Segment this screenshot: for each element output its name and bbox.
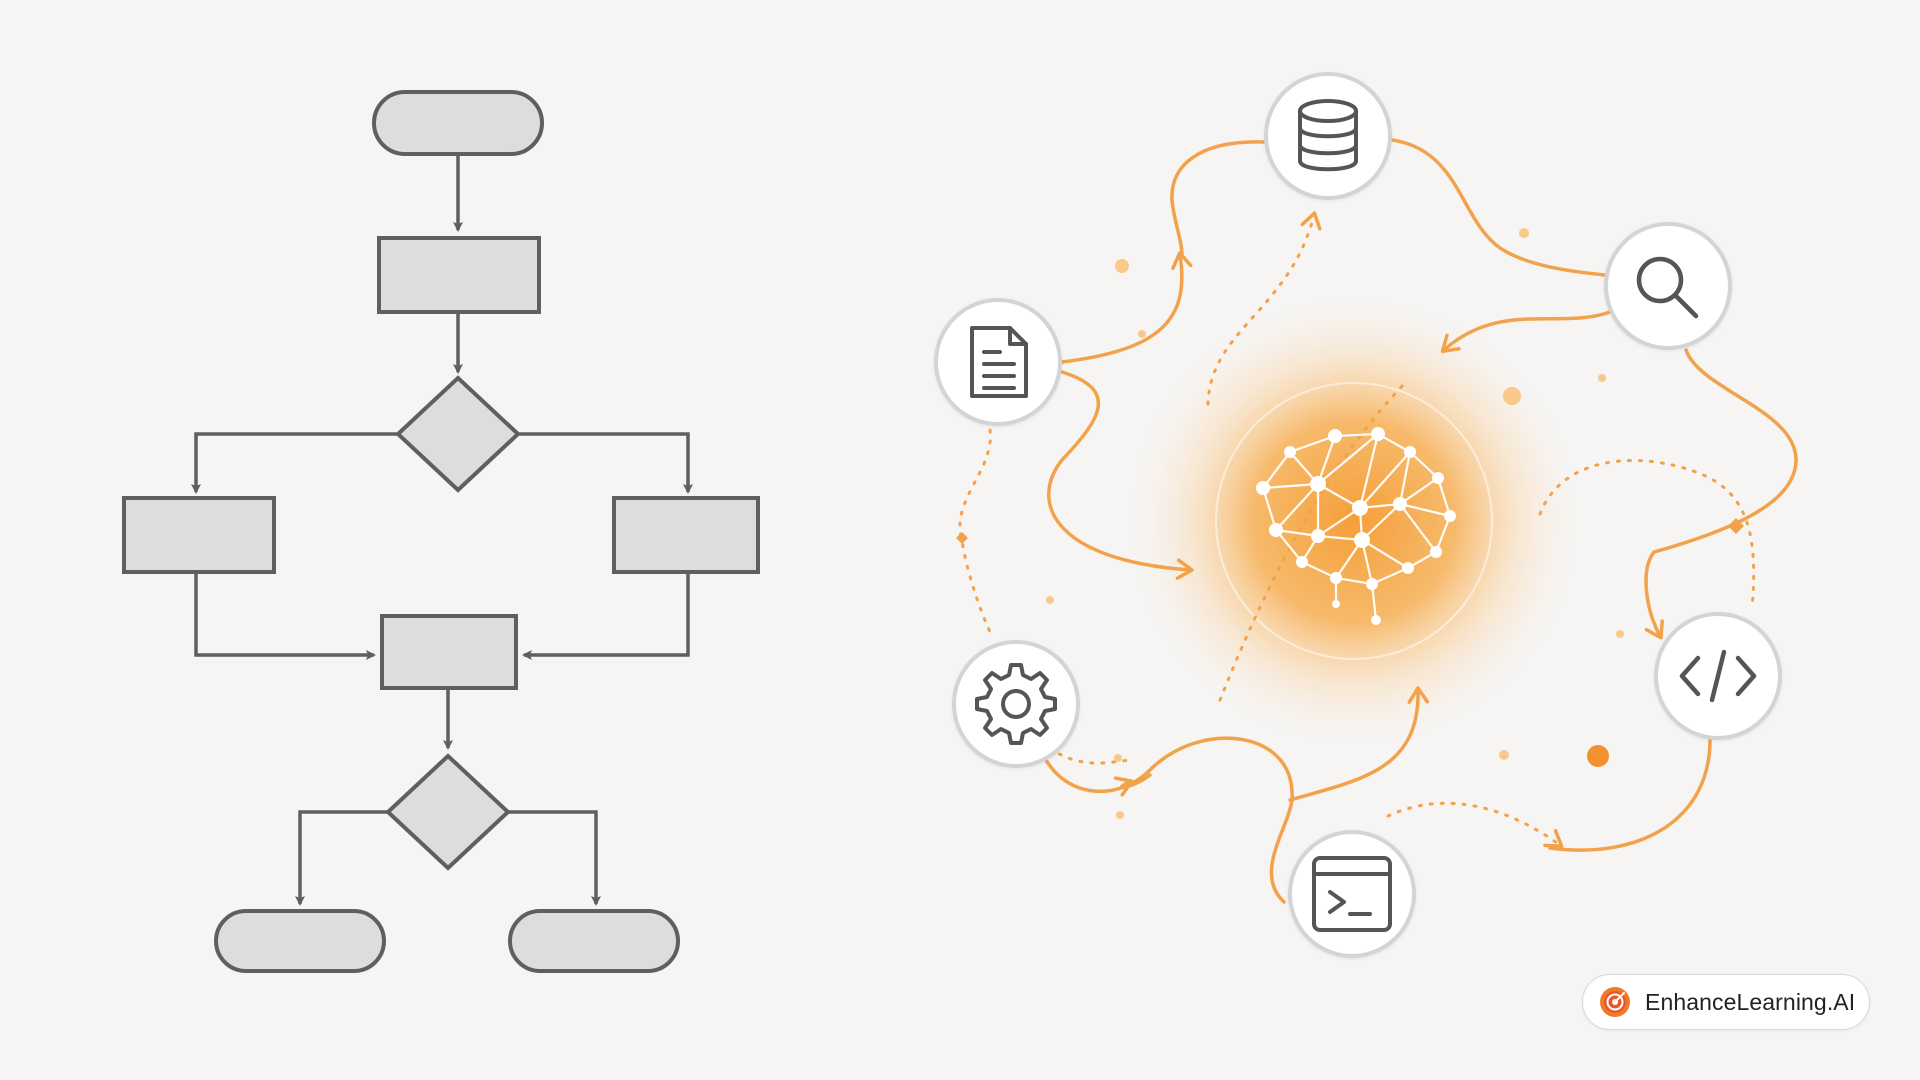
flowchart-end-terminator-right	[508, 909, 680, 973]
link-gear-to-terminal	[1044, 736, 1294, 904]
code-icon	[1679, 649, 1757, 703]
decorative-dots	[956, 228, 1744, 819]
diamond-marker	[1728, 518, 1744, 534]
link-search-to-code	[1644, 348, 1798, 640]
edge-decision1-left	[191, 432, 400, 494]
edge-decision2-right	[506, 810, 601, 906]
link-terminal-to-brain	[1288, 686, 1430, 802]
search-icon	[1636, 256, 1699, 319]
target-logo-icon	[1600, 987, 1630, 1017]
dashed-document-to-gear	[958, 428, 992, 634]
dot	[1503, 387, 1521, 405]
tool-node-document[interactable]	[934, 298, 1062, 426]
dashed-brain-diagonal	[1218, 378, 1410, 702]
flowchart	[122, 90, 760, 973]
diamond-marker	[956, 532, 968, 544]
dot	[1598, 374, 1606, 382]
brain-glow	[1129, 296, 1579, 746]
edge-decision2-left	[295, 810, 390, 906]
brand-badge[interactable]: EnhanceLearning.AI	[1582, 974, 1870, 1030]
tool-node-database[interactable]	[1264, 72, 1392, 200]
dot	[1115, 259, 1129, 273]
flowchart-start-terminator	[372, 90, 544, 156]
link-database-to-search	[1390, 138, 1606, 277]
link-document-to-brain	[1047, 370, 1194, 580]
link-code-to-terminal	[1548, 738, 1712, 852]
link-document-to-database	[1060, 251, 1193, 364]
tool-node-settings[interactable]	[952, 640, 1080, 768]
flowchart-merge-box	[380, 614, 518, 690]
agent-network	[934, 72, 1798, 958]
brand-name: EnhanceLearning.AI	[1645, 988, 1856, 1015]
dashed-connectors	[958, 211, 1756, 848]
dot	[1616, 630, 1624, 638]
flowchart-branch-left-box	[122, 496, 276, 574]
dot-accent	[1587, 745, 1609, 767]
dot	[1499, 750, 1509, 760]
gear-icon	[975, 663, 1057, 745]
link-search-to-brain	[1440, 310, 1612, 354]
flowchart-process-step	[377, 236, 541, 314]
dot	[1116, 811, 1124, 819]
dashed-gear-lower	[1048, 746, 1132, 765]
edge-decision1-right	[516, 432, 693, 494]
dot	[1519, 228, 1529, 238]
database-icon	[1298, 99, 1358, 172]
edge-left-merge	[194, 572, 376, 660]
dot	[1138, 330, 1146, 338]
link-database-loop	[1170, 140, 1266, 257]
tool-node-search[interactable]	[1604, 222, 1732, 350]
terminal-icon	[1312, 856, 1392, 932]
link-curve-to-gear	[1113, 773, 1152, 797]
dot	[1046, 596, 1054, 604]
document-icon	[970, 326, 1028, 398]
flowchart-connectors	[191, 156, 693, 906]
dot	[1114, 754, 1122, 762]
ai-brain-network-icon	[1256, 427, 1456, 625]
dashed-brain-to-database	[1206, 211, 1322, 406]
flowchart-branch-right-box	[612, 496, 760, 574]
edge-right-merge	[522, 572, 690, 660]
solid-connectors	[1044, 138, 1798, 904]
dashed-terminal-to-code	[1386, 801, 1564, 848]
tool-node-code[interactable]	[1654, 612, 1782, 740]
tool-node-terminal[interactable]	[1288, 830, 1416, 958]
flowchart-decision-diamond	[395, 375, 521, 493]
flowchart-decision-diamond-2	[385, 753, 511, 871]
brain-core-ring	[1215, 382, 1493, 660]
flowchart-end-terminator-left	[214, 909, 386, 973]
